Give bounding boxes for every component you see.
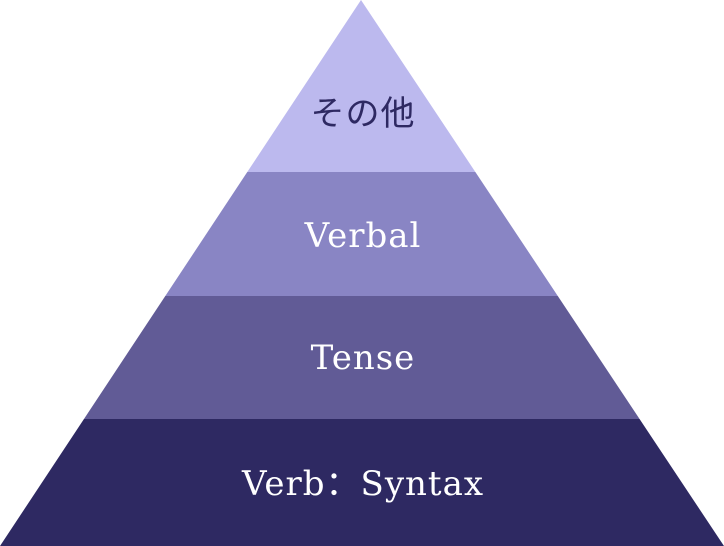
layer-label: Tense xyxy=(311,338,416,378)
layer-verbal: Verbal xyxy=(165,172,558,296)
layer-verb-syntax: Verb：Syntax xyxy=(0,419,724,546)
layer-label: その他 xyxy=(311,94,416,134)
layer-tense: Tense xyxy=(83,296,640,419)
layer-label: Verb：Syntax xyxy=(241,464,484,504)
layer-other: その他 xyxy=(247,0,476,172)
layer-label: Verbal xyxy=(304,216,422,256)
